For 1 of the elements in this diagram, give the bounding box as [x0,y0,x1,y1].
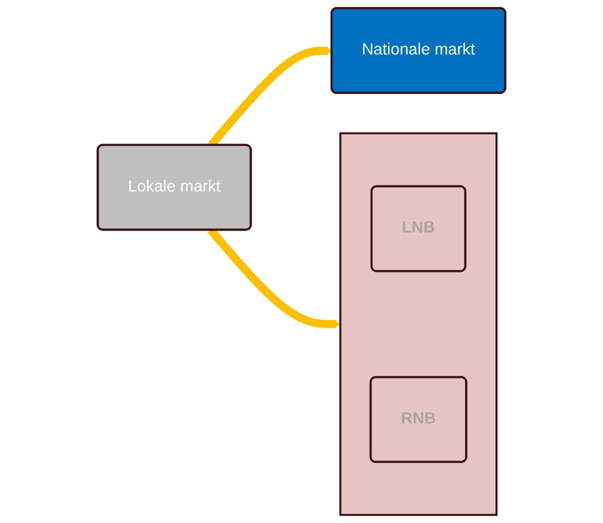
cluster [339,132,498,516]
